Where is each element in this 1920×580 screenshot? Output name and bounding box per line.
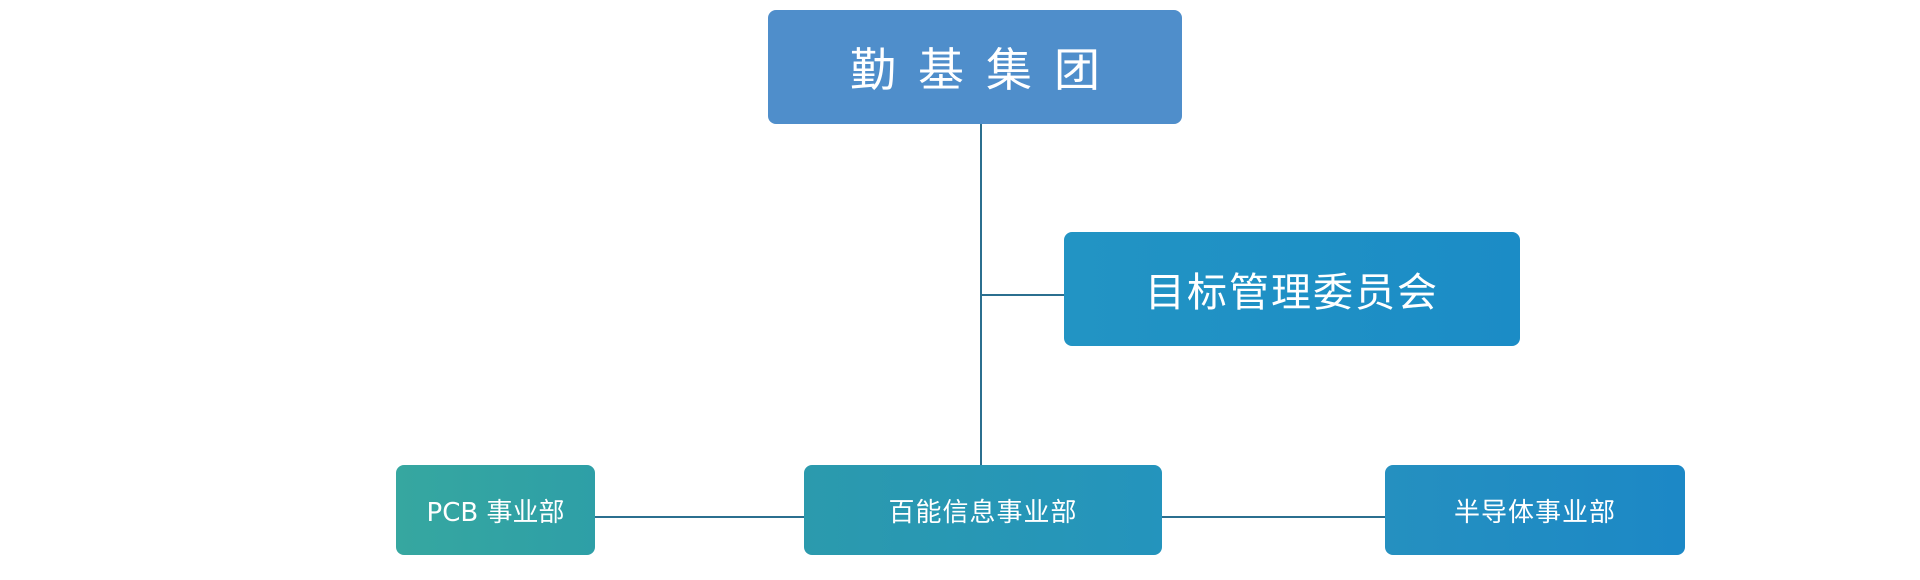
node-qinji-group: 勤基集团: [768, 10, 1182, 124]
node-semiconductor-division: 半导体事业部: [1385, 465, 1685, 555]
node-target-management-committee-label: 目标管理委员会: [1145, 270, 1439, 316]
node-target-management-committee: 目标管理委员会: [1064, 232, 1520, 346]
node-baineng-info-division-label: 百能信息事业部: [888, 497, 1078, 528]
node-semiconductor-division-label: 半导体事业部: [1453, 497, 1616, 528]
node-pcb-division: PCB 事业部: [396, 465, 595, 555]
node-qinji-group-label: 勤基集团: [850, 43, 1122, 97]
node-baineng-info-division: 百能信息事业部: [804, 465, 1162, 555]
node-pcb-division-label: PCB 事业部: [426, 497, 565, 528]
